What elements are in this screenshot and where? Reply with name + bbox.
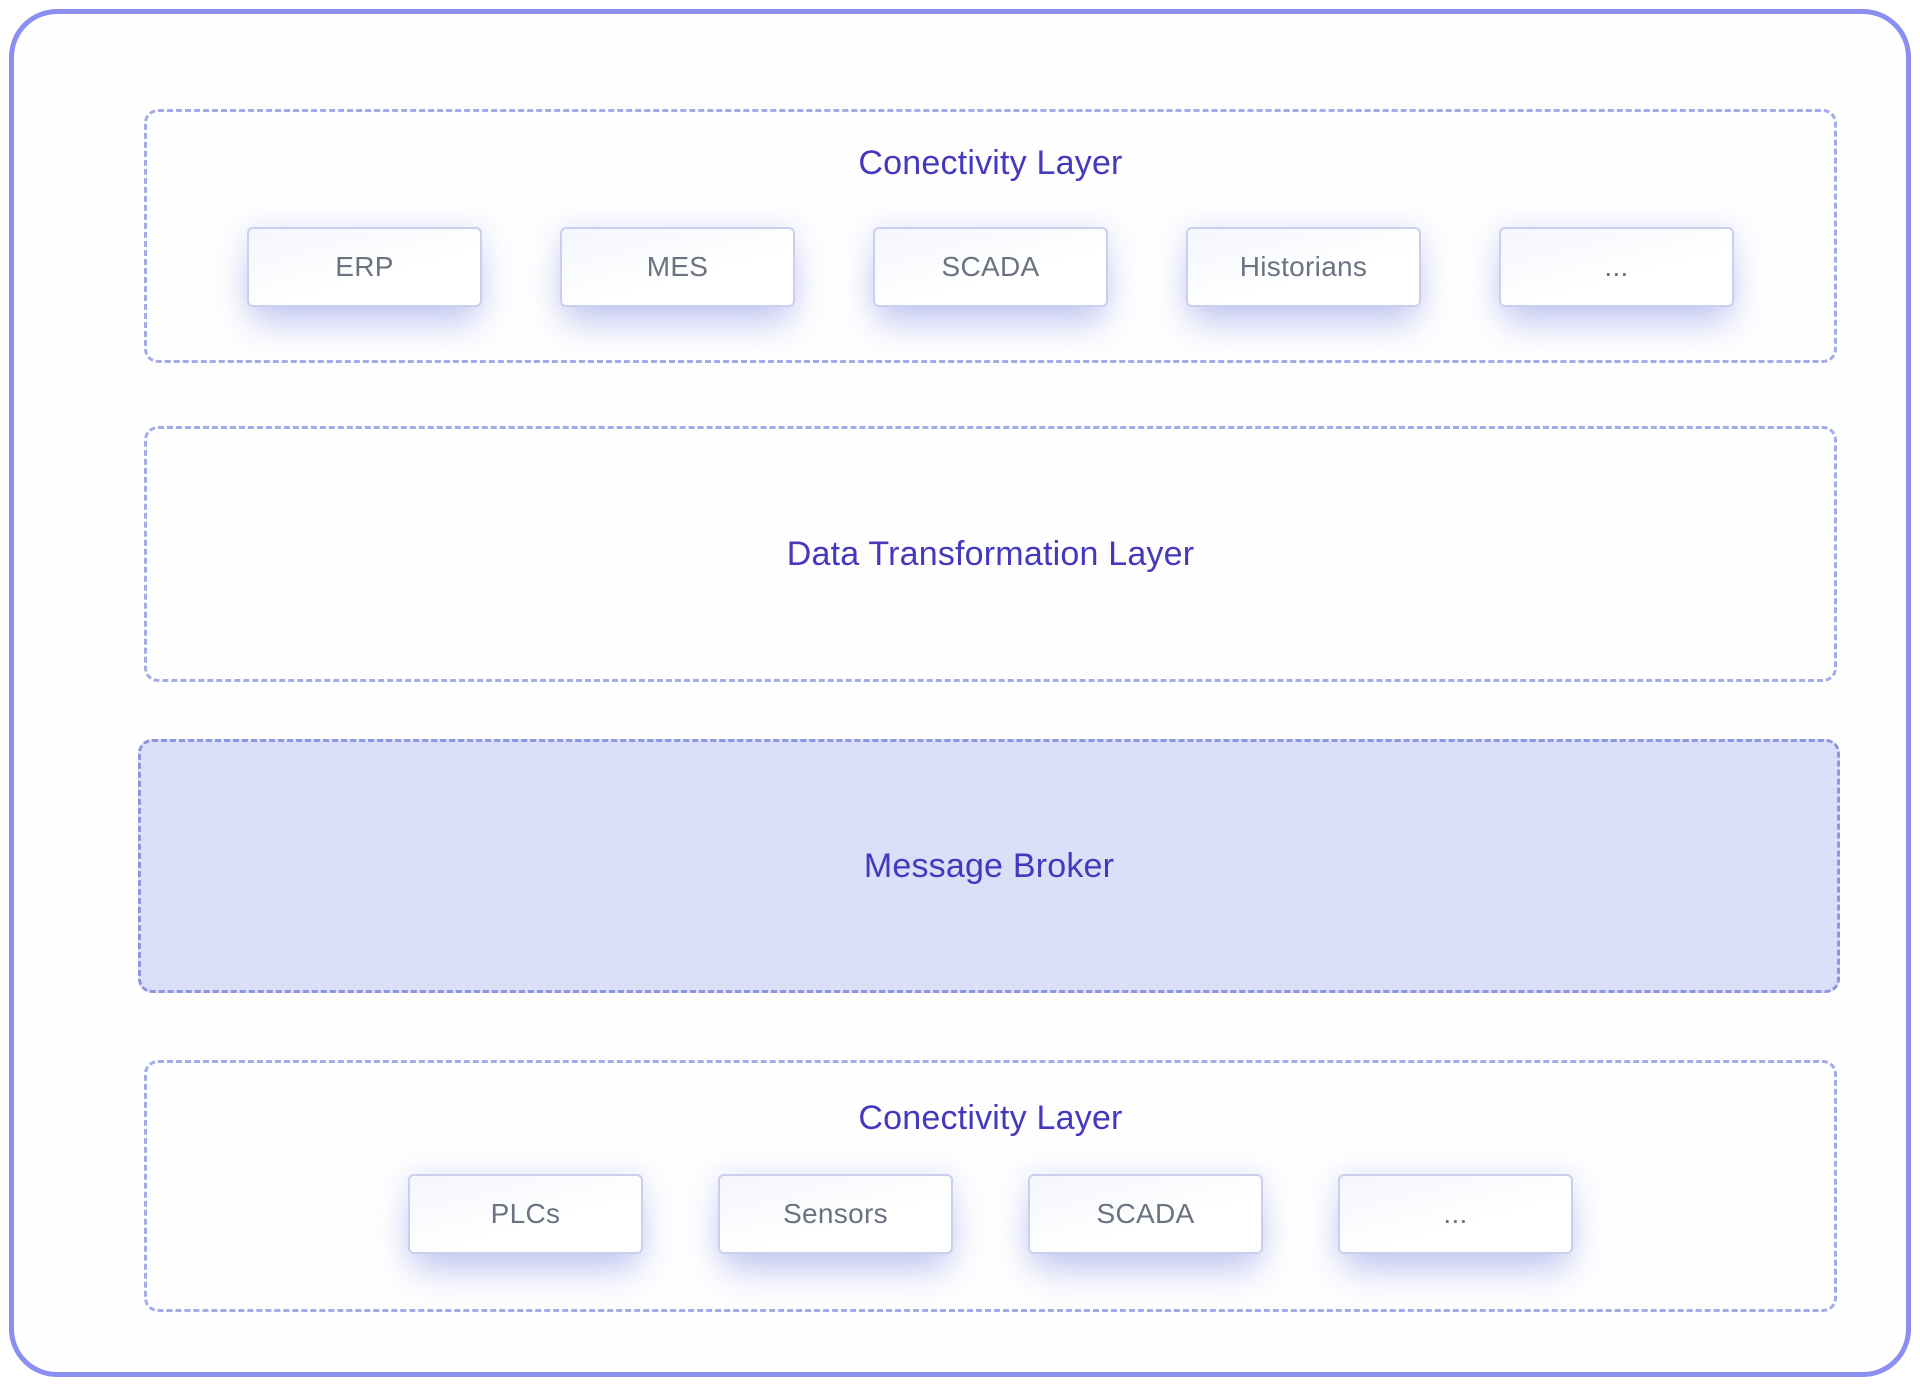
systems-row-bottom: PLCs Sensors SCADA ... xyxy=(147,1174,1834,1254)
section-title-connectivity-bottom: Conectivity Layer xyxy=(858,1099,1123,1137)
section-title-message-broker: Message Broker xyxy=(863,846,1115,885)
system-box-scada-bottom: SCADA xyxy=(1028,1174,1263,1254)
section-title-connectivity-top: Conectivity Layer xyxy=(858,144,1123,182)
systems-row-top: ERP MES SCADA Historians ... xyxy=(147,227,1834,307)
system-box-label: MES xyxy=(646,251,709,282)
system-box-label: Historians xyxy=(1239,251,1368,282)
system-box-label: PLCs xyxy=(490,1198,561,1229)
system-box-ellipsis-bottom: ... xyxy=(1338,1174,1573,1254)
section-message-broker: Message Broker xyxy=(138,739,1840,993)
system-box-label: ... xyxy=(1604,251,1629,282)
system-box-label: ... xyxy=(1443,1198,1468,1229)
diagram-frame: Conectivity Layer ERP MES SCADA Historia… xyxy=(9,9,1911,1377)
system-box-erp: ERP xyxy=(247,227,482,307)
system-box-label: ERP xyxy=(335,251,394,282)
system-box-plcs: PLCs xyxy=(408,1174,643,1254)
system-box-label: SCADA xyxy=(941,251,1040,282)
system-box-historians: Historians xyxy=(1186,227,1421,307)
system-box-sensors: Sensors xyxy=(718,1174,953,1254)
section-title-data-transformation: Data Transformation Layer xyxy=(786,534,1195,573)
system-box-mes: MES xyxy=(560,227,795,307)
section-connectivity-top: Conectivity Layer ERP MES SCADA Historia… xyxy=(144,109,1837,363)
system-box-label: Sensors xyxy=(783,1198,888,1229)
system-box-scada-top: SCADA xyxy=(873,227,1108,307)
system-box-ellipsis-top: ... xyxy=(1499,227,1734,307)
section-connectivity-bottom: Conectivity Layer PLCs Sensors SCADA ... xyxy=(144,1060,1837,1312)
system-box-label: SCADA xyxy=(1096,1198,1195,1229)
section-data-transformation: Data Transformation Layer xyxy=(144,426,1837,682)
